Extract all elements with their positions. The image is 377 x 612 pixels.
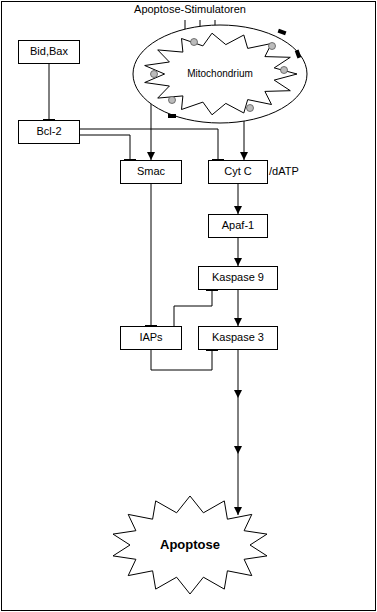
inhibition-connector [80, 129, 218, 160]
granule-dot [247, 105, 254, 112]
inhibition-connector [151, 184, 152, 326]
activation-arrow [238, 350, 239, 515]
node-label: Kaspase 9 [212, 271, 264, 284]
granule-dot [281, 67, 288, 74]
node-label: IAPs [139, 331, 162, 344]
side-label: /dATP [269, 165, 299, 178]
membrane-pore [168, 114, 176, 118]
inhibition-connector [49, 64, 50, 120]
process-box: Kaspase 9 [198, 266, 278, 290]
node-label: Mitochondrium [185, 68, 255, 80]
node-label: Smac [137, 165, 165, 178]
node-label: Cyt C [224, 165, 252, 178]
outer-membrane [133, 25, 307, 123]
process-box: Cyt C/dATP [208, 160, 268, 184]
inhibition-connector [151, 350, 212, 370]
granule-dot [151, 71, 158, 78]
outcome-starburst: Apoptose [110, 495, 270, 595]
figure-heading: Apoptose-Stimulatoren [134, 3, 246, 16]
starburst-shape [113, 496, 267, 594]
activation-arrow [151, 104, 152, 160]
process-box: Apaf-1 [208, 214, 268, 238]
process-box: Smac [120, 160, 182, 184]
node-label: Apaf-1 [222, 219, 254, 232]
node-label: Kaspase 3 [212, 331, 264, 344]
process-box: Bcl-2 [18, 120, 80, 144]
granule-dot [269, 43, 276, 50]
node-label: Bcl-2 [36, 125, 61, 138]
cristae-membrane [145, 33, 297, 115]
process-box: IAPs [120, 326, 182, 350]
membrane-pore [278, 29, 287, 35]
activation-arrow [244, 121, 245, 160]
node-label: Bid,Bax [30, 45, 68, 58]
process-box: Bid,Bax [18, 40, 80, 64]
node-label: Apoptose [160, 537, 220, 553]
activation-arrow [238, 238, 239, 266]
process-box: Kaspase 3 [198, 326, 278, 350]
activation-arrow [238, 290, 239, 326]
granule-dot [169, 97, 176, 104]
granule-dot [191, 39, 198, 46]
inhibition-connector [80, 135, 130, 160]
inhibition-connector [174, 290, 212, 326]
membrane-pore [295, 50, 301, 59]
mitochondrion-shape: Mitochondrium [132, 24, 308, 124]
activation-arrow [238, 184, 239, 214]
